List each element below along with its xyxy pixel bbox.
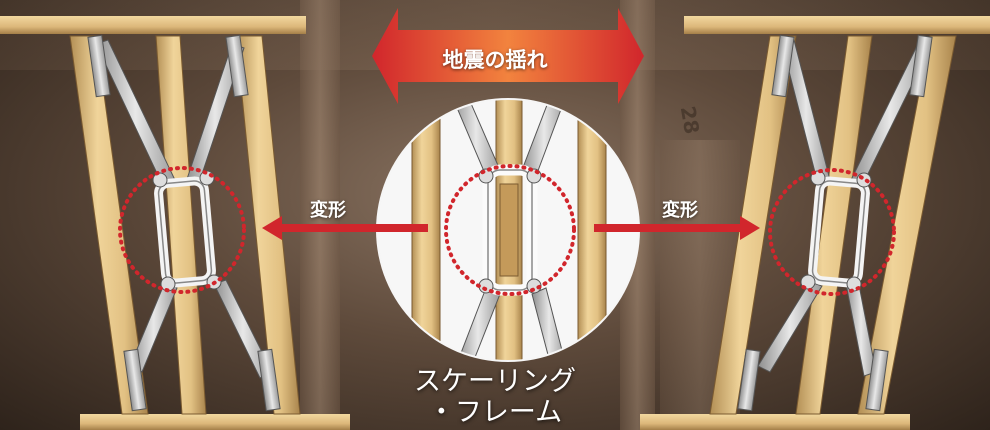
left-dotted-circle <box>118 166 246 294</box>
frame-caption: スケーリング ・フレーム <box>360 366 630 428</box>
deform-label-left: 変形 <box>310 200 346 221</box>
caption-line-2: ・フレーム <box>427 397 563 428</box>
shake-label: 地震の揺れ <box>442 48 548 72</box>
deform-label-right: 変形 <box>662 200 698 221</box>
background-beam <box>300 0 340 430</box>
caption-line-1: スケーリング <box>414 366 576 397</box>
center-dotted-circle <box>444 164 576 296</box>
right-dotted-circle <box>768 168 896 296</box>
